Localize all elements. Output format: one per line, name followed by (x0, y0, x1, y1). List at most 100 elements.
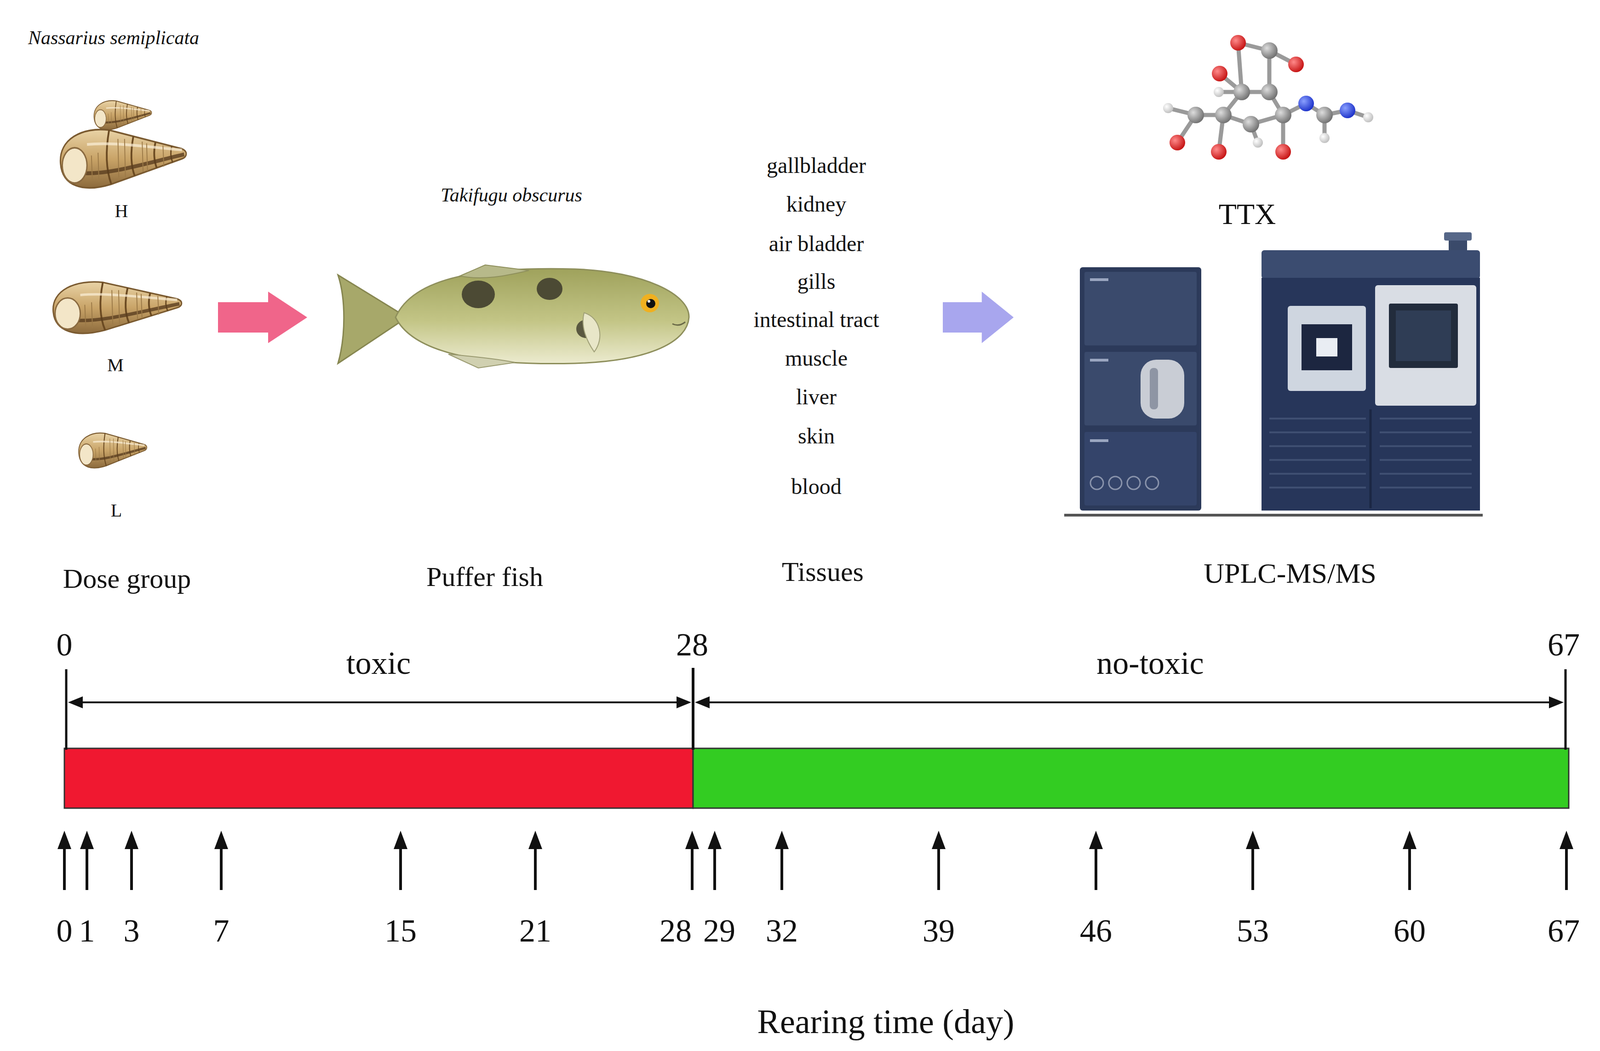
ttx-molecule-drawing (1163, 34, 1374, 160)
uplc-instrument-drawing-part-part (1379, 458, 1472, 461)
sampling-arrow (130, 843, 133, 890)
ttx-molecule-drawing-part (1252, 137, 1263, 148)
text-label: Tissues (781, 556, 864, 588)
uplc-instrument-drawing-part (1287, 305, 1366, 391)
uplc-instrument-drawing-part (1301, 324, 1353, 371)
sampling-arrowhead (1559, 830, 1574, 849)
sampling-arrowhead (1402, 830, 1417, 849)
puffer-fish-drawing-part (646, 298, 656, 309)
sampling-arrow (690, 843, 694, 890)
uplc-instrument-drawing-part-part (1379, 445, 1472, 448)
text-label: blood (791, 473, 842, 499)
text-label: TTX (1218, 197, 1276, 232)
text-label: M (107, 354, 124, 376)
text-label: 67 (1547, 626, 1580, 664)
timeline-part (694, 696, 710, 709)
text-label: 29 (703, 912, 736, 950)
ttx-molecule-drawing-part (1210, 143, 1227, 160)
uplc-instrument-drawing-part-part (1269, 486, 1366, 489)
uplc-instrument-drawing-part (1149, 367, 1159, 410)
uplc-instrument-drawing-part (1089, 278, 1109, 282)
text-label: air bladder (768, 230, 865, 257)
sampling-arrowhead (707, 830, 722, 849)
uplc-instrument-drawing-part-part (1269, 445, 1366, 448)
uplc-instrument-drawing-part (1084, 431, 1197, 506)
timeline-part (64, 748, 694, 809)
stage-panel: Takifugu obscurusPuffer fish (309, 174, 723, 612)
ttx-molecule-drawing-part (1275, 143, 1291, 160)
sampling-arrows (57, 830, 1574, 890)
text-label: toxic (346, 644, 411, 683)
uplc-instrument-drawing-part (1444, 232, 1472, 241)
uplc-instrument-drawing-part (1369, 409, 1372, 509)
text-label: skin (797, 423, 835, 449)
snail-high (60, 129, 187, 189)
snail-small (93, 100, 152, 130)
uplc-instrument-drawing-part (1140, 359, 1185, 419)
text-label: Dose group (63, 562, 191, 595)
sampling-arrowhead (1089, 830, 1103, 849)
text-label: no-toxic (1096, 644, 1204, 683)
ttx-molecule-drawing-part (1363, 112, 1374, 123)
puffer-fish-drawing-part (448, 354, 516, 368)
uplc-instrument-drawing-part (1089, 439, 1109, 442)
text-label: gills (797, 268, 836, 294)
uplc-instrument-drawing-part (1127, 476, 1141, 490)
snail-drawings (52, 100, 186, 469)
text-label: intestinal tract (753, 306, 879, 333)
uplc-instrument-drawing-part-part (1379, 431, 1472, 434)
ttx-molecule-drawing-part (1261, 83, 1278, 101)
puffer-fish-drawing-part (672, 321, 686, 326)
ttx-molecule-drawing-part (1163, 103, 1174, 114)
ttx-molecule-drawing-part (1242, 115, 1260, 133)
timeline-part (693, 748, 1569, 809)
text-label: 32 (765, 912, 798, 950)
sampling-arrow (1408, 843, 1411, 890)
uplc-instrument-drawing-part-part (1269, 417, 1366, 420)
block-arrow (942, 291, 1014, 344)
ttx-molecule-drawing-part (1274, 106, 1292, 124)
text-label: 0 (56, 912, 73, 950)
ttx-molecule-drawing-part (1213, 86, 1224, 98)
text-label: 28 (659, 912, 692, 950)
snail-medium (52, 281, 182, 334)
uplc-instrument-drawing-part (1261, 277, 1480, 511)
ttx-molecule-drawing-part (1288, 56, 1304, 73)
sampling-arrowhead (214, 830, 229, 849)
ttx-molecule-drawing-part (1187, 106, 1205, 124)
sampling-arrow (780, 843, 784, 890)
ttx-molecule-drawing-part (1298, 95, 1314, 112)
sampling-arrowhead (80, 830, 94, 849)
uplc-instrument-drawing-part (1395, 310, 1451, 362)
puffer-fish-drawing-part (395, 268, 689, 364)
puffer-fish-drawing-part (459, 264, 529, 278)
timeline-part (1564, 669, 1567, 750)
block-arrow (217, 291, 308, 344)
ttx-molecule-drawing-part (1169, 134, 1186, 151)
timeline-part (676, 696, 692, 709)
uplc-instrument-drawing-part (1084, 271, 1197, 346)
text-label: Rearing time (day) (757, 1002, 1015, 1042)
timeline-part (68, 696, 83, 709)
text-label: 28 (676, 626, 709, 664)
text-label: gallbladder (766, 152, 866, 178)
text-label: Nassarius semiplicata (28, 26, 200, 49)
uplc-instrument-drawing-part (1079, 267, 1202, 511)
uplc-instrument-drawing-part (1316, 338, 1338, 357)
text-label: 39 (922, 912, 955, 950)
stage-panel: gallbladderkidneyair bladdergillsintesti… (735, 147, 941, 612)
text-label: L (110, 499, 122, 522)
text-label: 1 (79, 912, 96, 950)
text-label: 21 (519, 912, 552, 950)
uplc-instrument-drawing-part (1108, 476, 1122, 490)
timeline-part (705, 701, 1553, 704)
sampling-arrow (85, 843, 89, 890)
ttx-molecule-drawing-part (1211, 65, 1228, 82)
sampling-arrowhead (57, 830, 72, 849)
uplc-instrument-drawing-part-part (1269, 472, 1366, 475)
sampling-arrowhead (685, 830, 700, 849)
stage-panel: TTXUPLC-MS/MS (1015, 27, 1591, 612)
uplc-instrument-drawing-part (1388, 303, 1458, 368)
ttx-molecule-drawing-part (1319, 132, 1330, 144)
ttx-molecule-drawing-part (1261, 42, 1278, 59)
